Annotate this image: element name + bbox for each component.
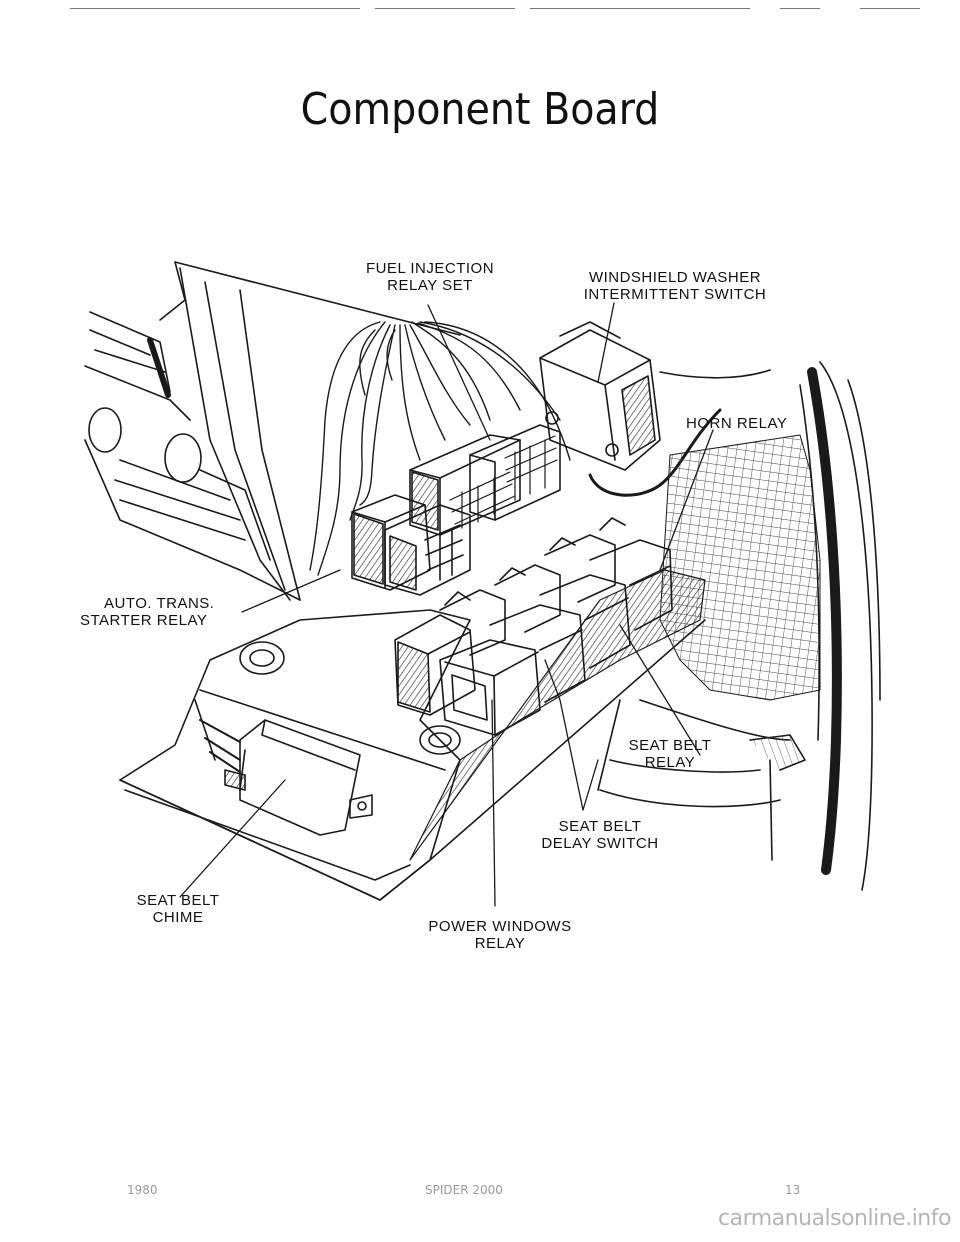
label-line: SEAT BELT: [136, 892, 220, 909]
label-line: SEAT BELT: [628, 737, 712, 754]
label-horn-relay: HORN RELAY: [686, 415, 787, 432]
footer-model: SPIDER 2000: [425, 1183, 503, 1197]
label-fuel-injection-relay-set: FUEL INJECTION RELAY SET: [340, 260, 520, 294]
label-line: SEAT BELT: [558, 818, 642, 835]
label-seat-belt-relay: SEAT BELT RELAY: [620, 737, 720, 771]
label-windshield-washer-switch: WINDSHIELD WASHER INTERMITTENT SWITCH: [565, 269, 785, 303]
leader-lines: [179, 302, 714, 907]
auto-trans-starter-relay: [351, 494, 471, 596]
windshield-washer-switch: [539, 321, 661, 471]
label-line: CHIME: [152, 909, 204, 926]
scan-edge-line: [0, 8, 960, 9]
label-line: DELAY SWITCH: [541, 835, 659, 852]
seat-belt-chime-module: [199, 719, 373, 836]
label-line: RELAY SET: [387, 277, 473, 294]
right-body-panel: [597, 361, 881, 891]
label-line: FUEL INJECTION: [365, 260, 495, 277]
label-line: RELAY: [644, 754, 696, 771]
label-line: STARTER RELAY: [80, 612, 208, 629]
watermark: carmanualsonline.info: [718, 1206, 951, 1231]
label-auto-trans-starter-relay: AUTO. TRANS. STARTER RELAY: [80, 595, 214, 629]
label-seat-belt-delay-switch: SEAT BELT DELAY SWITCH: [535, 818, 665, 852]
wire-bundle: [309, 321, 571, 576]
page-title: Component Board: [300, 84, 660, 135]
label-seat-belt-chime: SEAT BELT CHIME: [128, 892, 228, 926]
relay-row-back: [394, 517, 626, 716]
label-power-windows-relay: POWER WINDOWS RELAY: [420, 918, 580, 952]
relay-row-front: [439, 539, 673, 736]
label-line: POWER WINDOWS: [428, 918, 572, 935]
fuel-injection-relay-set: [409, 424, 561, 536]
label-line: INTERMITTENT SWITCH: [583, 286, 767, 303]
footer-year: 1980: [127, 1183, 158, 1197]
horn-relay-wire: [588, 369, 771, 497]
label-line: HORN RELAY: [686, 415, 788, 432]
footer-page-number: 13: [785, 1183, 801, 1197]
label-line: WINDSHIELD WASHER: [588, 269, 762, 286]
label-line: RELAY: [474, 935, 526, 952]
label-line: AUTO. TRANS.: [104, 595, 215, 612]
